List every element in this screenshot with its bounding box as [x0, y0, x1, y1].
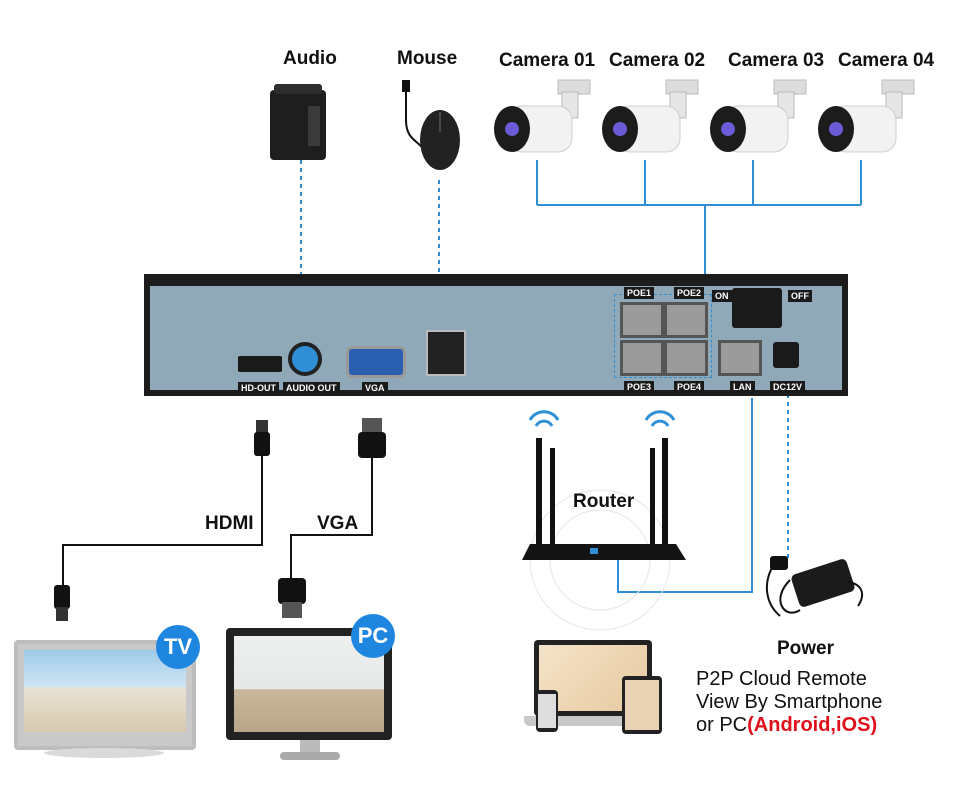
poe2-port — [664, 302, 708, 338]
p2p-line-2: View By Smartphone — [696, 691, 883, 713]
camera-04-label: Camera 04 — [838, 50, 935, 71]
power-switch — [732, 288, 782, 328]
pc-badge: PC — [351, 614, 395, 658]
camera-01-icon — [494, 79, 591, 153]
poe4-label: POE4 — [674, 381, 705, 393]
p2p-line-1: P2P Cloud Remote — [696, 668, 867, 690]
dc12v-port — [773, 342, 799, 368]
camera-02-label: Camera 02 — [609, 50, 706, 71]
tv-stand — [44, 748, 164, 758]
router-label: Router — [573, 491, 635, 512]
on-label: ON — [712, 290, 732, 302]
smartphone — [536, 690, 558, 732]
usb-ports — [426, 330, 466, 376]
hdmi-connector-tv-icon — [54, 585, 70, 621]
camera-03-icon — [710, 79, 807, 153]
power-label: Power — [777, 638, 835, 659]
audio-label: Audio — [283, 48, 337, 69]
tv-badge: TV — [156, 625, 200, 669]
poe4-port — [664, 340, 708, 376]
pc-stand-base — [280, 752, 340, 760]
tv-screen — [24, 650, 186, 732]
router-icon — [522, 410, 686, 560]
poe1-port — [620, 302, 664, 338]
audio-out-port — [288, 342, 322, 376]
p2p-line-3-prefix: or PC — [696, 714, 748, 736]
poe2-label: POE2 — [674, 287, 705, 299]
speaker-icon — [270, 84, 326, 160]
hdmi-port — [238, 356, 282, 372]
vga-label: VGA — [317, 513, 359, 534]
tablet-screen — [625, 680, 659, 730]
vga-connector-pc-icon — [278, 578, 306, 618]
camera-01-label: Camera 01 — [499, 50, 596, 71]
lan-port — [718, 340, 762, 376]
smartphone-screen — [538, 694, 556, 728]
camera-02-icon — [602, 79, 699, 153]
vga-port-label: VGA — [362, 382, 388, 394]
vga-port — [346, 346, 406, 378]
poe3-label: POE3 — [624, 381, 655, 393]
audio-out-label: AUDIO OUT — [283, 382, 340, 394]
camera-04-icon — [818, 79, 915, 153]
mouse-label: Mouse — [397, 48, 458, 69]
p2p-platforms: (Android,iOS) — [747, 714, 878, 736]
tablet — [622, 676, 662, 734]
p2p-line-3: or PC(Android,iOS) — [696, 714, 877, 737]
hdmi-connector-icon — [254, 420, 270, 456]
poe3-port — [620, 340, 664, 376]
hdmi-label: HDMI — [205, 513, 254, 534]
power-adapter-icon — [765, 556, 864, 617]
poe1-label: POE1 — [624, 287, 655, 299]
pc-stand-neck — [300, 740, 320, 754]
laptop-base — [524, 716, 662, 726]
poe-block — [614, 294, 712, 378]
off-label: OFF — [788, 290, 812, 302]
vga-connector-icon — [358, 418, 386, 458]
lan-label: LAN — [730, 381, 755, 393]
camera-03-label: Camera 03 — [728, 50, 825, 71]
mouse-icon — [402, 80, 460, 170]
hd-out-label: HD-OUT — [238, 382, 279, 394]
dc12v-label: DC12V — [770, 381, 806, 393]
